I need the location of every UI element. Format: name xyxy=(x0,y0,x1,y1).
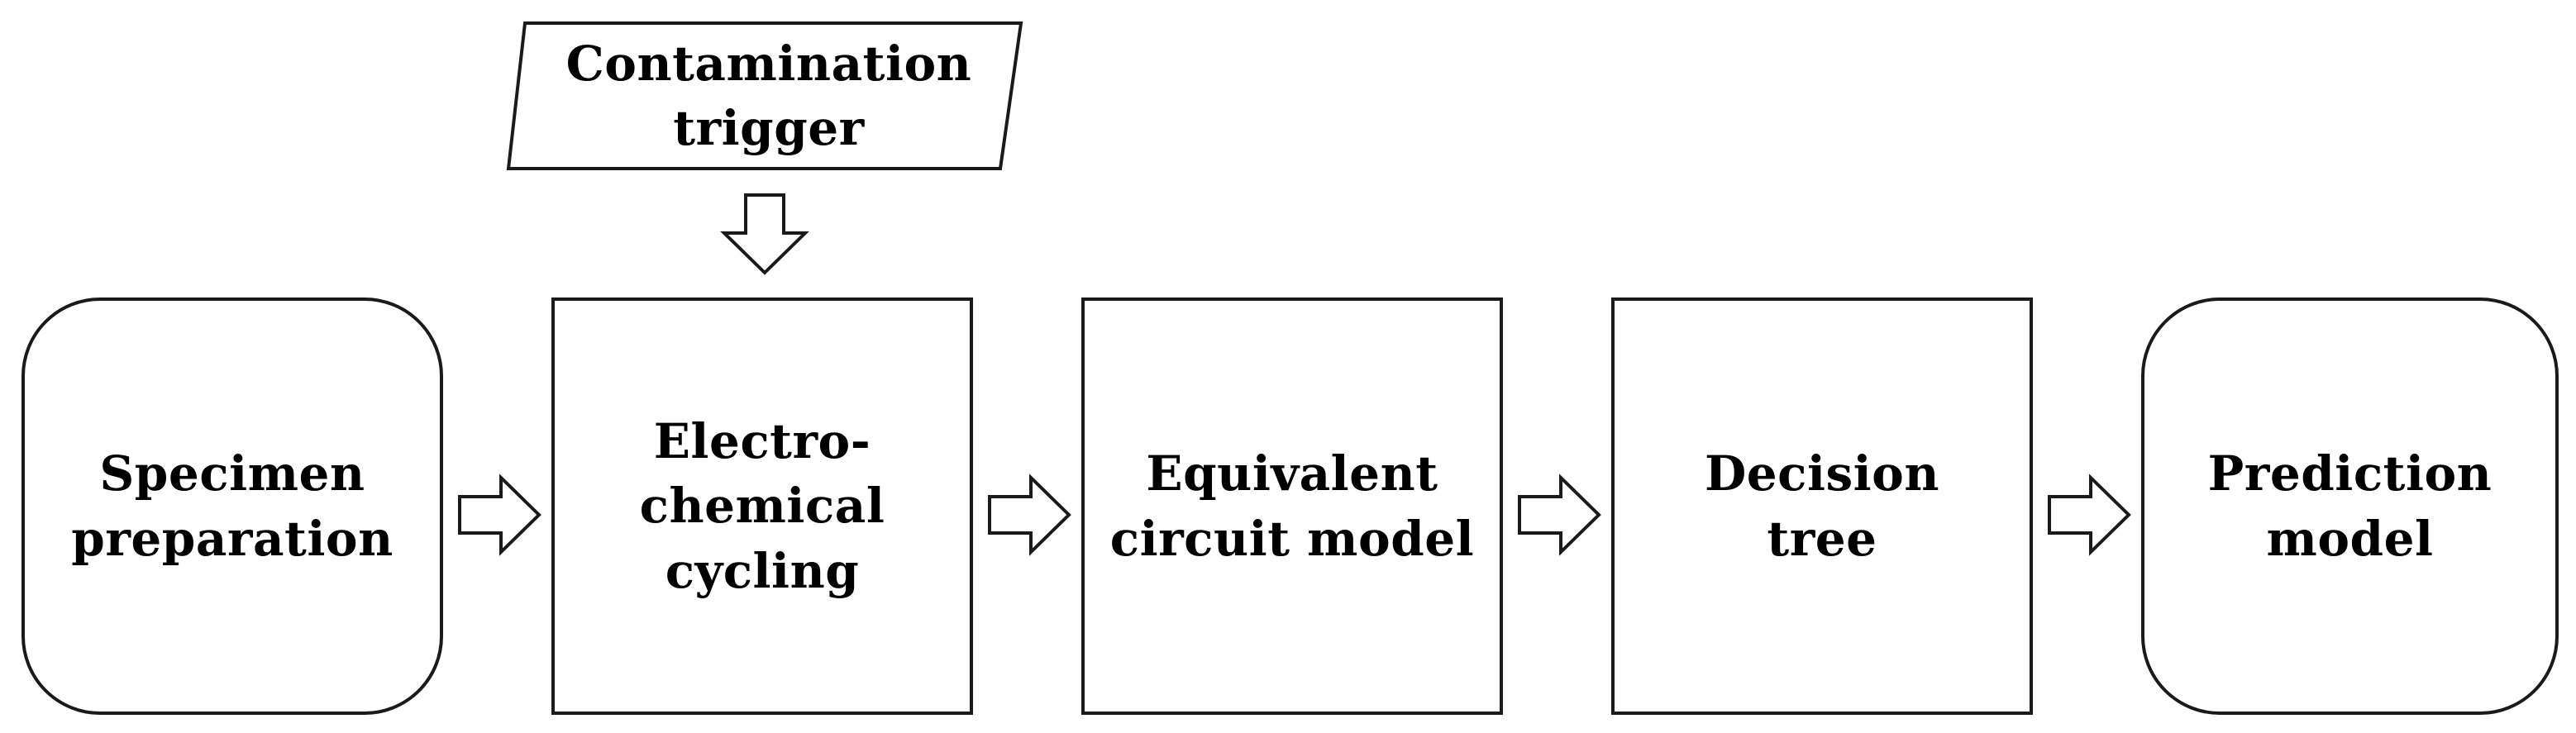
contamination-trigger-label: Contamination trigger xyxy=(566,31,972,161)
equivalent-circuit-model-label: Equivalent circuit model xyxy=(1110,441,1474,571)
specimen-preparation-node: Specimen preparation xyxy=(21,297,443,715)
decision-tree-node: Decision tree xyxy=(1611,297,2033,715)
electrochemical-cycling-label: Electro- chemical cycling xyxy=(640,409,885,603)
label-line: Electro- xyxy=(653,413,871,470)
label-line: preparation xyxy=(71,510,394,567)
label-line: trigger xyxy=(673,100,865,156)
right-arrow-icon-2 xyxy=(988,474,1071,556)
contamination-trigger-parallelogram xyxy=(506,21,1023,170)
label-line: Decision xyxy=(1704,445,1940,502)
label-line: tree xyxy=(1767,510,1877,567)
prediction-model-label: Prediction model xyxy=(2208,441,2493,571)
label-line: cycling xyxy=(665,542,860,599)
prediction-model-node: Prediction model xyxy=(2141,297,2559,715)
label-line: Contamination xyxy=(565,35,972,92)
right-arrow-icon-4 xyxy=(2048,474,2131,556)
decision-tree-label: Decision tree xyxy=(1705,441,1939,571)
electrochemical-cycling-node: Electro- chemical cycling xyxy=(551,297,973,715)
label-line: Prediction xyxy=(2207,445,2493,502)
right-arrow-icon-3 xyxy=(1518,474,1601,556)
contamination-trigger-node: Contamination trigger xyxy=(513,23,1025,169)
label-line: model xyxy=(2266,510,2434,567)
equivalent-circuit-model-node: Equivalent circuit model xyxy=(1081,297,1503,715)
right-arrow-icon-1 xyxy=(458,474,541,556)
label-line: chemical xyxy=(639,478,885,535)
label-line: Specimen xyxy=(99,445,365,502)
down-arrow-icon xyxy=(720,193,809,275)
label-line: circuit model xyxy=(1109,510,1475,567)
specimen-preparation-label: Specimen preparation xyxy=(71,441,393,571)
label-line: Equivalent xyxy=(1146,445,1438,502)
